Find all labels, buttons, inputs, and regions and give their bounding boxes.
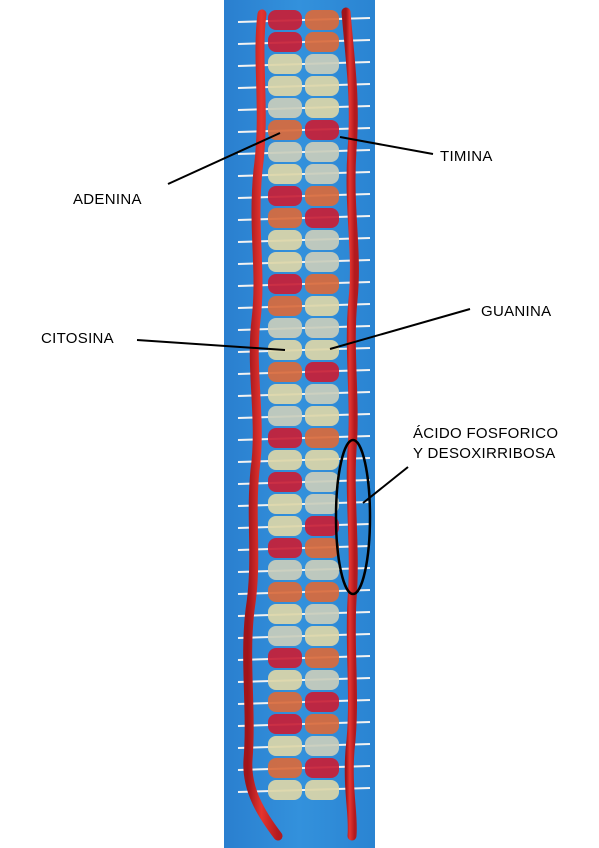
candy-base xyxy=(305,208,339,228)
candy-base xyxy=(305,186,339,206)
candy-base xyxy=(268,76,302,96)
label-guanina: GUANINA xyxy=(481,303,552,320)
right-backbone-strand xyxy=(341,7,359,841)
candy-base xyxy=(268,32,302,52)
toothpick xyxy=(237,545,371,551)
candy-base xyxy=(268,186,302,206)
candy-base xyxy=(268,362,302,382)
pointer-line-guanina xyxy=(329,308,471,350)
candy-base xyxy=(268,560,302,580)
left-backbone-strand xyxy=(243,9,283,841)
candy-base xyxy=(268,142,302,162)
candy-base xyxy=(305,670,339,690)
candy-base xyxy=(305,538,339,558)
candy-base xyxy=(305,516,339,536)
candy-base xyxy=(305,98,339,118)
candy-base xyxy=(305,714,339,734)
candy-base xyxy=(305,406,339,426)
candy-base xyxy=(268,692,302,712)
candy-base xyxy=(268,780,302,800)
candy-base xyxy=(305,10,339,30)
pointer-line-citosina xyxy=(136,339,286,351)
candy-base xyxy=(305,362,339,382)
candy-base xyxy=(268,318,302,338)
candy-base xyxy=(268,714,302,734)
candy-base xyxy=(305,428,339,448)
candy-base xyxy=(305,120,339,140)
candy-base xyxy=(268,626,302,646)
candy-base xyxy=(268,758,302,778)
candy-base xyxy=(305,472,339,492)
candy-base xyxy=(305,32,339,52)
candy-base xyxy=(268,604,302,624)
candy-base-pairs xyxy=(268,10,339,800)
label-adenina: ADENINA xyxy=(73,191,142,208)
candy-base xyxy=(305,494,339,514)
label-timina: TIMINA xyxy=(440,148,493,165)
label-desoxirribosa: Y DESOXIRRIBOSA xyxy=(413,445,556,462)
candy-base xyxy=(305,274,339,294)
pointer-line-timina xyxy=(339,136,434,155)
label-acido-fosforico: ÁCIDO FOSFORICO xyxy=(413,425,559,442)
candy-base xyxy=(305,758,339,778)
candy-base xyxy=(268,736,302,756)
candy-base xyxy=(268,670,302,690)
candy-base xyxy=(268,516,302,536)
candy-base xyxy=(305,340,339,360)
candy-base xyxy=(305,296,339,316)
candy-base xyxy=(268,428,302,448)
pointer-line-adenina xyxy=(167,132,281,185)
candy-base xyxy=(268,164,302,184)
candy-base xyxy=(305,54,339,74)
candy-base xyxy=(268,582,302,602)
candy-base xyxy=(305,626,339,646)
candy-base xyxy=(268,450,302,470)
candy-base xyxy=(305,604,339,624)
candy-base xyxy=(305,450,339,470)
candy-base xyxy=(268,296,302,316)
candy-base xyxy=(305,252,339,272)
candy-base xyxy=(268,648,302,668)
candy-base xyxy=(268,494,302,514)
candy-base xyxy=(305,76,339,96)
candy-base xyxy=(268,252,302,272)
candy-base xyxy=(305,692,339,712)
candy-base xyxy=(305,648,339,668)
candy-base xyxy=(268,230,302,250)
candy-base xyxy=(268,274,302,294)
candy-base xyxy=(268,384,302,404)
candy-base xyxy=(268,10,302,30)
candy-base xyxy=(268,208,302,228)
candy-base xyxy=(268,472,302,492)
candy-base xyxy=(305,318,339,338)
candy-base xyxy=(305,736,339,756)
label-citosina: CITOSINA xyxy=(41,330,114,347)
candy-base xyxy=(305,582,339,602)
candy-base xyxy=(305,142,339,162)
candy-base xyxy=(268,98,302,118)
candy-base xyxy=(268,54,302,74)
candy-base xyxy=(268,406,302,426)
candy-base xyxy=(305,560,339,580)
backbone-highlight-ellipse xyxy=(334,438,372,596)
candy-base xyxy=(305,384,339,404)
candy-base xyxy=(305,230,339,250)
toothpick xyxy=(237,567,371,573)
candy-base xyxy=(268,538,302,558)
candy-base xyxy=(305,164,339,184)
candy-base xyxy=(305,780,339,800)
